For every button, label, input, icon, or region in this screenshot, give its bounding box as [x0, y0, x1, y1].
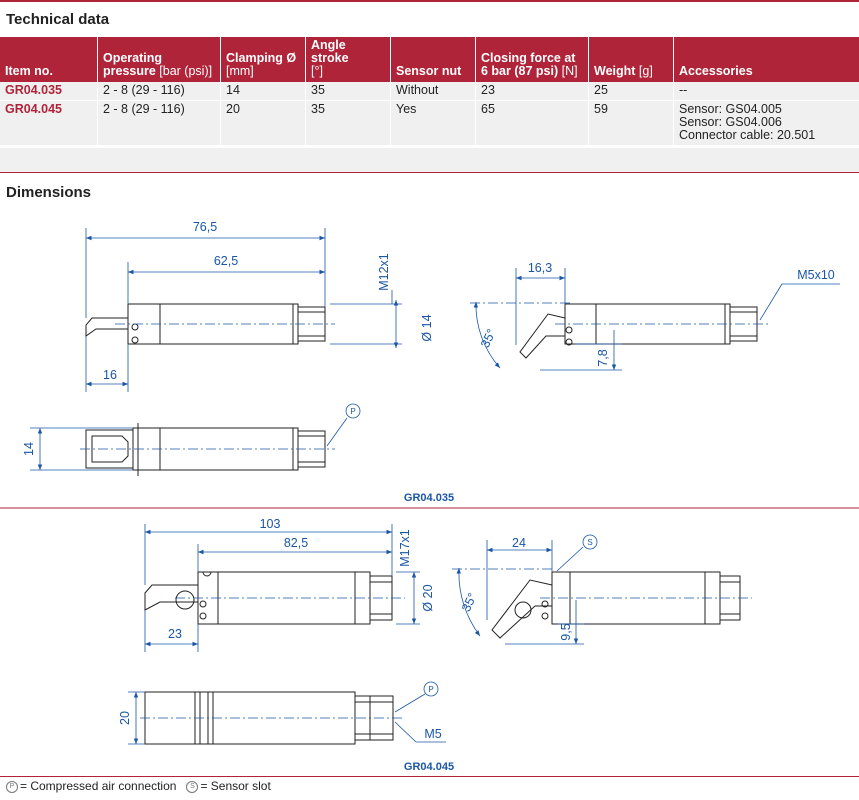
- part2-label: GR04.045: [404, 761, 454, 773]
- table-row: GR04.045 2 - 8 (29 - 116) 20 35 Yes 65 5…: [0, 100, 859, 145]
- col-accessories: Accessories: [673, 37, 859, 82]
- dim-m5: M5: [424, 727, 441, 741]
- p-legend-text: = Compressed air connection: [20, 779, 177, 793]
- col-clamping: Clamping Ø[mm]: [220, 37, 306, 82]
- dim-thread: M12x1: [377, 253, 391, 291]
- item-number: GR04.035: [0, 82, 98, 101]
- dim-76-5: 76,5: [193, 220, 217, 234]
- table-footer-band: [0, 148, 859, 172]
- technical-data-title: Technical data: [6, 11, 110, 28]
- part1-label: GR04.035: [404, 492, 454, 504]
- dim-14: 14: [22, 442, 36, 456]
- dim-diameter: Ø 14: [420, 314, 434, 341]
- dim-16: 16: [103, 368, 117, 382]
- table-row: GR04.035 2 - 8 (29 - 116) 14 35 Without …: [0, 82, 859, 101]
- dim-angle-2: 35°: [459, 591, 480, 614]
- technical-table: Item no. Operating pressure [bar (psi)] …: [0, 37, 859, 145]
- angle-cell: 35: [305, 100, 391, 145]
- dim-82-5: 82,5: [284, 536, 308, 550]
- col-force: Closing force at 6 bar (87 psi) [N]: [475, 37, 589, 82]
- s-legend-icon: S: [186, 780, 199, 793]
- p-symbol-2: P: [428, 685, 433, 694]
- dim-23: 23: [168, 627, 182, 641]
- force-cell: 23: [475, 82, 589, 101]
- accessories-cell: --: [673, 82, 859, 101]
- dim-103: 103: [260, 517, 281, 531]
- dim-angle: 35°: [478, 327, 499, 350]
- clamping-cell: 14: [220, 82, 306, 101]
- clamping-cell: 20: [220, 100, 306, 145]
- item-number: GR04.045: [0, 100, 98, 145]
- angle-cell: 35: [305, 82, 391, 101]
- p-symbol: P: [350, 407, 355, 416]
- dim-9-5: 9,5: [559, 623, 573, 640]
- dim-24: 24: [512, 536, 526, 550]
- part1-dimension-lines: [85, 228, 402, 392]
- col-sensor: Sensor nut: [390, 37, 476, 82]
- col-weight: Weight [g]: [588, 37, 674, 82]
- weight-cell: 59: [588, 100, 674, 145]
- legend: P= Compressed air connection S= Sensor s…: [6, 779, 271, 793]
- legend-rule: [0, 776, 859, 777]
- dim-20: 20: [118, 711, 132, 725]
- part1-open-view: [519, 303, 758, 359]
- dim-m5x10: M5x10: [797, 268, 835, 282]
- dimensions-title: Dimensions: [6, 184, 92, 201]
- dimension-drawings: 76,5 62,5 16 M12x1 Ø 14 16,3 M5x10 35° 7…: [0, 205, 859, 782]
- part2-open-view: [491, 571, 741, 639]
- weight-cell: 25: [588, 82, 674, 101]
- p-legend-icon: P: [6, 780, 18, 793]
- table-header-row: Item no. Operating pressure [bar (psi)] …: [0, 37, 859, 82]
- part1-top-view: [85, 423, 326, 476]
- force-cell: 65: [475, 100, 589, 145]
- col-item: Item no.: [0, 37, 98, 82]
- s-symbol: S: [587, 538, 592, 547]
- col-angle: Angle stroke[°]: [305, 37, 391, 82]
- sensor-cell: Without: [390, 82, 476, 101]
- section-rule: [0, 172, 859, 173]
- sensor-cell: Yes: [390, 100, 476, 145]
- top-rule: [0, 0, 859, 2]
- dim-7-8: 7,8: [596, 349, 610, 366]
- pressure-cell: 2 - 8 (29 - 116): [97, 82, 221, 101]
- col-pressure: Operating pressure [bar (psi)]: [97, 37, 221, 82]
- pressure-cell: 2 - 8 (29 - 116): [97, 100, 221, 145]
- dim-thread-2: M17x1: [398, 529, 412, 567]
- s-legend-text: = Sensor slot: [200, 779, 271, 793]
- dim-diameter-2: Ø 20: [421, 584, 435, 611]
- dim-16-3: 16,3: [528, 261, 552, 275]
- dim-62-5: 62,5: [214, 254, 238, 268]
